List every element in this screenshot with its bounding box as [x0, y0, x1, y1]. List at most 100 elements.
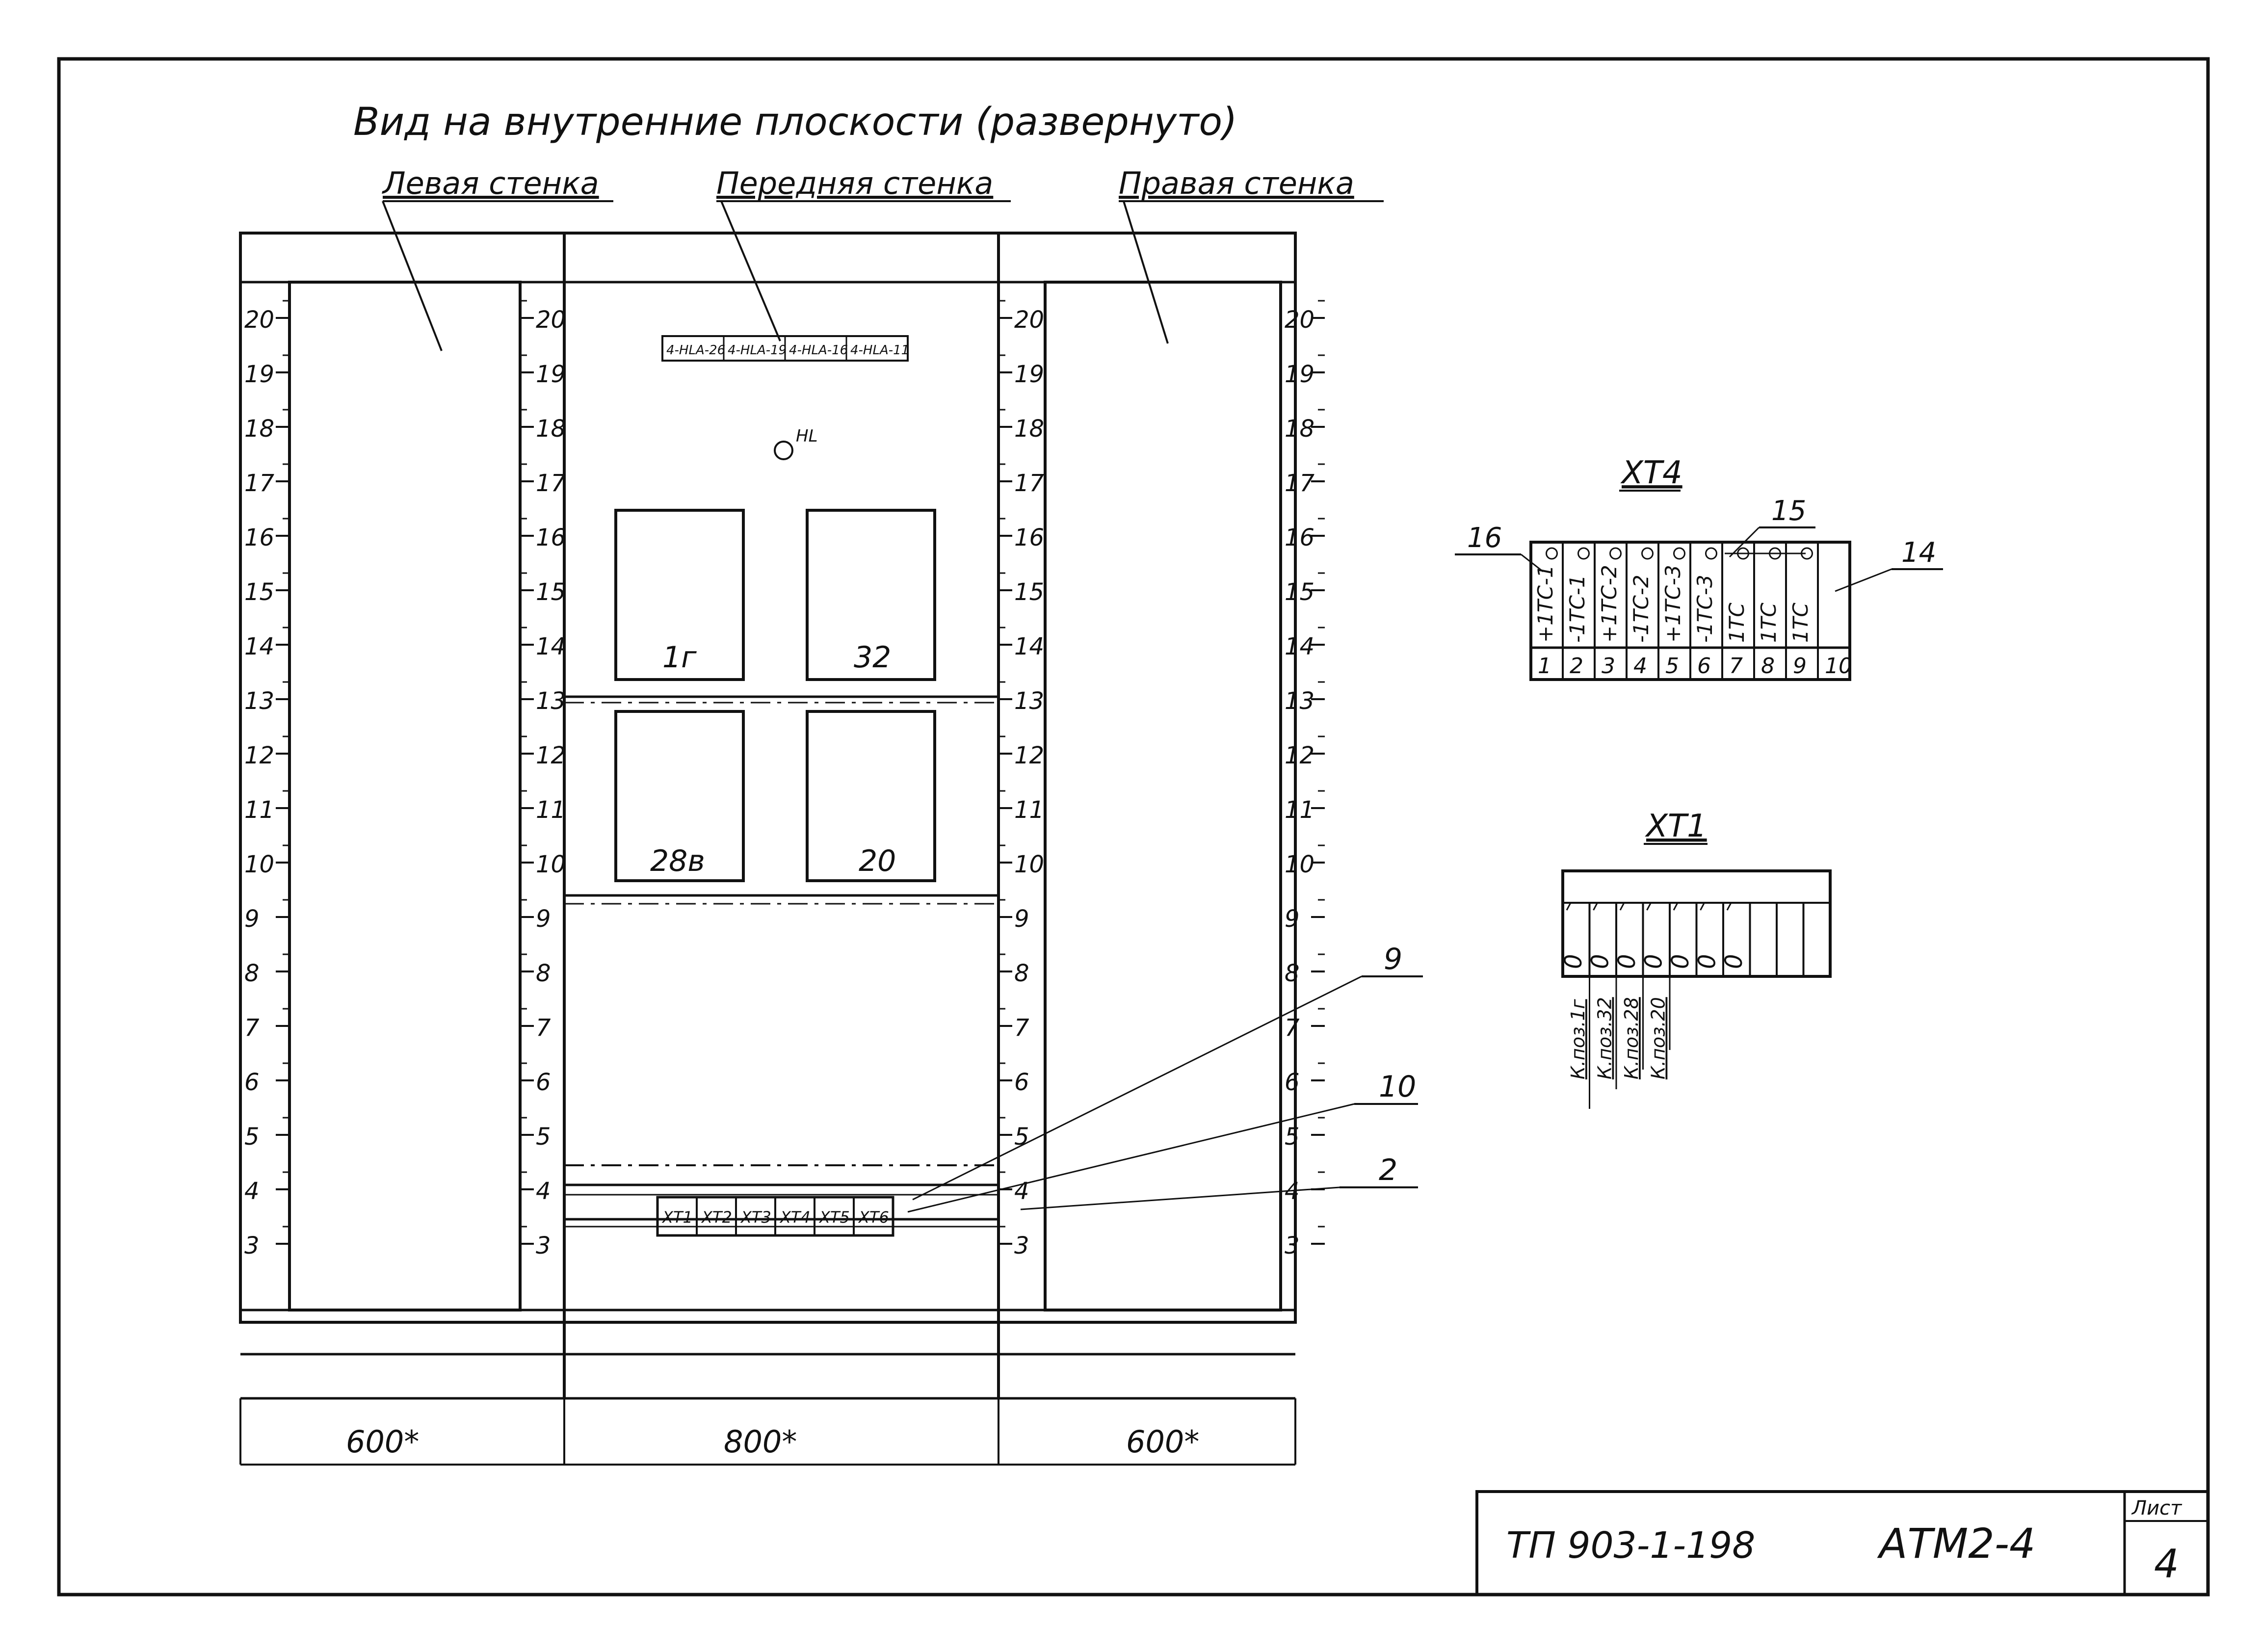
lamp-strip-label: 4-HLA-19	[728, 343, 787, 358]
scale-number: 8	[536, 960, 551, 987]
xt4-contact-icon	[1546, 547, 1558, 560]
scale-number: 9	[536, 905, 551, 933]
xt4-contact-icon	[1577, 547, 1590, 560]
xt1-contact-mark: 0	[1560, 954, 1587, 969]
scale-number: 14	[1014, 633, 1044, 660]
scale-number: 15	[244, 578, 274, 606]
xt4-terminal-label: 1TC	[1757, 603, 1781, 643]
lamp-label: HL	[796, 426, 818, 446]
xt4-terminal-number: 4	[1633, 654, 1647, 679]
xt4-contact-icon	[1673, 547, 1685, 560]
scale-number: 19	[536, 361, 566, 388]
callout-2: 2	[1379, 1153, 1397, 1187]
scale-number: 19	[244, 361, 274, 388]
xt4-terminal-number: 9	[1793, 654, 1807, 679]
xt4-terminal-label: 1TC	[1725, 603, 1749, 643]
terminal-label: XT2	[701, 1208, 732, 1227]
device-28v	[614, 710, 745, 882]
scale-number: 6	[1285, 1069, 1300, 1096]
xt4-terminal-number: 6	[1697, 654, 1711, 679]
scale-number: 3	[244, 1232, 260, 1259]
scale-number: 6	[536, 1069, 551, 1096]
scale-number: 11	[536, 796, 566, 824]
xt4-contact-icon	[1609, 547, 1622, 560]
scale-number: 17	[536, 470, 566, 497]
xt1-wire-label: К.поз.32	[1594, 997, 1616, 1079]
title-block: ТП 903-1-198 АТМ2-4 Лист 4	[1475, 1490, 2209, 1596]
xt4-cells: +1TC-11-1TC-12+1TC-23-1TC-24+1TC-35-1TC-…	[1533, 542, 1852, 680]
scale-number: 8	[1014, 960, 1029, 987]
stamp-sheet-label: Лист	[2131, 1497, 2182, 1520]
scale-number: 18	[1014, 415, 1044, 443]
scale-number: 12	[1285, 742, 1314, 769]
dimension-right: 600*	[1126, 1424, 1199, 1460]
rail-scales: 2019181716151413121110987654320191817161…	[244, 300, 1325, 1259]
xt1-wire-label: К.поз.28	[1621, 997, 1642, 1079]
xt1-contact-mark: 0	[1667, 954, 1694, 969]
xt1-clamp	[1619, 902, 1638, 911]
xt1-clamp	[1566, 902, 1584, 911]
xt1-wire-label: К.поз.1г	[1567, 998, 1589, 1079]
scale-number: 13	[1014, 687, 1044, 715]
lamp-strip-label: 4-HLA-16	[789, 343, 848, 358]
xt1-contact-mark: 0	[1640, 954, 1668, 969]
scale-number: 7	[536, 1014, 551, 1042]
xt1-wire-label: К.поз.20	[1648, 997, 1669, 1079]
device-label-20: 20	[859, 844, 896, 878]
scale-number: 20	[1285, 306, 1314, 334]
scale-number: 13	[244, 687, 274, 715]
heading-front-wall: Передняя стенка	[716, 165, 993, 201]
scale-number: 6	[244, 1069, 260, 1096]
right-wall	[1044, 281, 1282, 1311]
scale-number: 4	[536, 1178, 551, 1205]
terminal-label: XT5	[818, 1208, 850, 1227]
xt1-contact-mark: 0	[1694, 954, 1721, 969]
xt4-callout-15: 15	[1771, 495, 1806, 527]
dimension-front: 800*	[724, 1424, 797, 1460]
scale-number: 5	[244, 1123, 260, 1151]
scale-number: 17	[1014, 470, 1045, 497]
xt4-title: XT4	[1620, 455, 1682, 491]
scale-number: 16	[244, 524, 274, 551]
cabinet-outline	[239, 232, 1297, 1466]
scale-number: 18	[1285, 415, 1314, 443]
xt4-terminal-number: 7	[1729, 654, 1743, 679]
xt1-clamp	[1646, 902, 1665, 911]
terminal-label: XT1	[661, 1208, 693, 1227]
xt1-contact-mark: 0	[1613, 954, 1641, 969]
terminal-label: XT6	[858, 1208, 889, 1227]
scale-number: 8	[244, 960, 260, 987]
scale-number: 7	[1285, 1014, 1300, 1042]
scale-number: 16	[536, 524, 566, 551]
wall-headings: Левая стенка Передняя стенка Правая стен…	[382, 165, 1384, 351]
scale-number: 18	[536, 415, 566, 443]
scale-number: 3	[1014, 1232, 1029, 1259]
lamp-strip-label: 4-HLA-11	[850, 343, 909, 358]
scale-number: 17	[244, 470, 275, 497]
scale-number: 9	[1014, 905, 1029, 933]
xt1-clamp	[1726, 902, 1745, 911]
scale-number: 14	[244, 633, 274, 660]
xt4-terminal-label: +1TC-2	[1597, 565, 1621, 643]
xt4-terminal-label: +1TC-3	[1661, 565, 1685, 643]
scale-number: 4	[1014, 1178, 1029, 1205]
left-wall	[288, 281, 522, 1311]
scale-number: 16	[1014, 524, 1044, 551]
scale-number: 11	[1014, 796, 1044, 824]
scale-number: 7	[244, 1014, 260, 1042]
xt4-terminal-label: -1TC-1	[1565, 575, 1589, 643]
device-label-32: 32	[854, 640, 891, 675]
device-20	[806, 710, 936, 882]
scale-number: 3	[536, 1232, 551, 1259]
scale-number: 6	[1014, 1069, 1029, 1096]
scale-number: 4	[244, 1178, 260, 1205]
xt1-clamp	[1593, 902, 1611, 911]
xt1-clamp	[1700, 902, 1718, 911]
scale-number: 19	[1014, 361, 1044, 388]
xt4-callout-14: 14	[1901, 537, 1936, 569]
xt4-terminal-number: 3	[1602, 654, 1615, 679]
xt4-terminal-label: +1TC-1	[1533, 565, 1557, 643]
